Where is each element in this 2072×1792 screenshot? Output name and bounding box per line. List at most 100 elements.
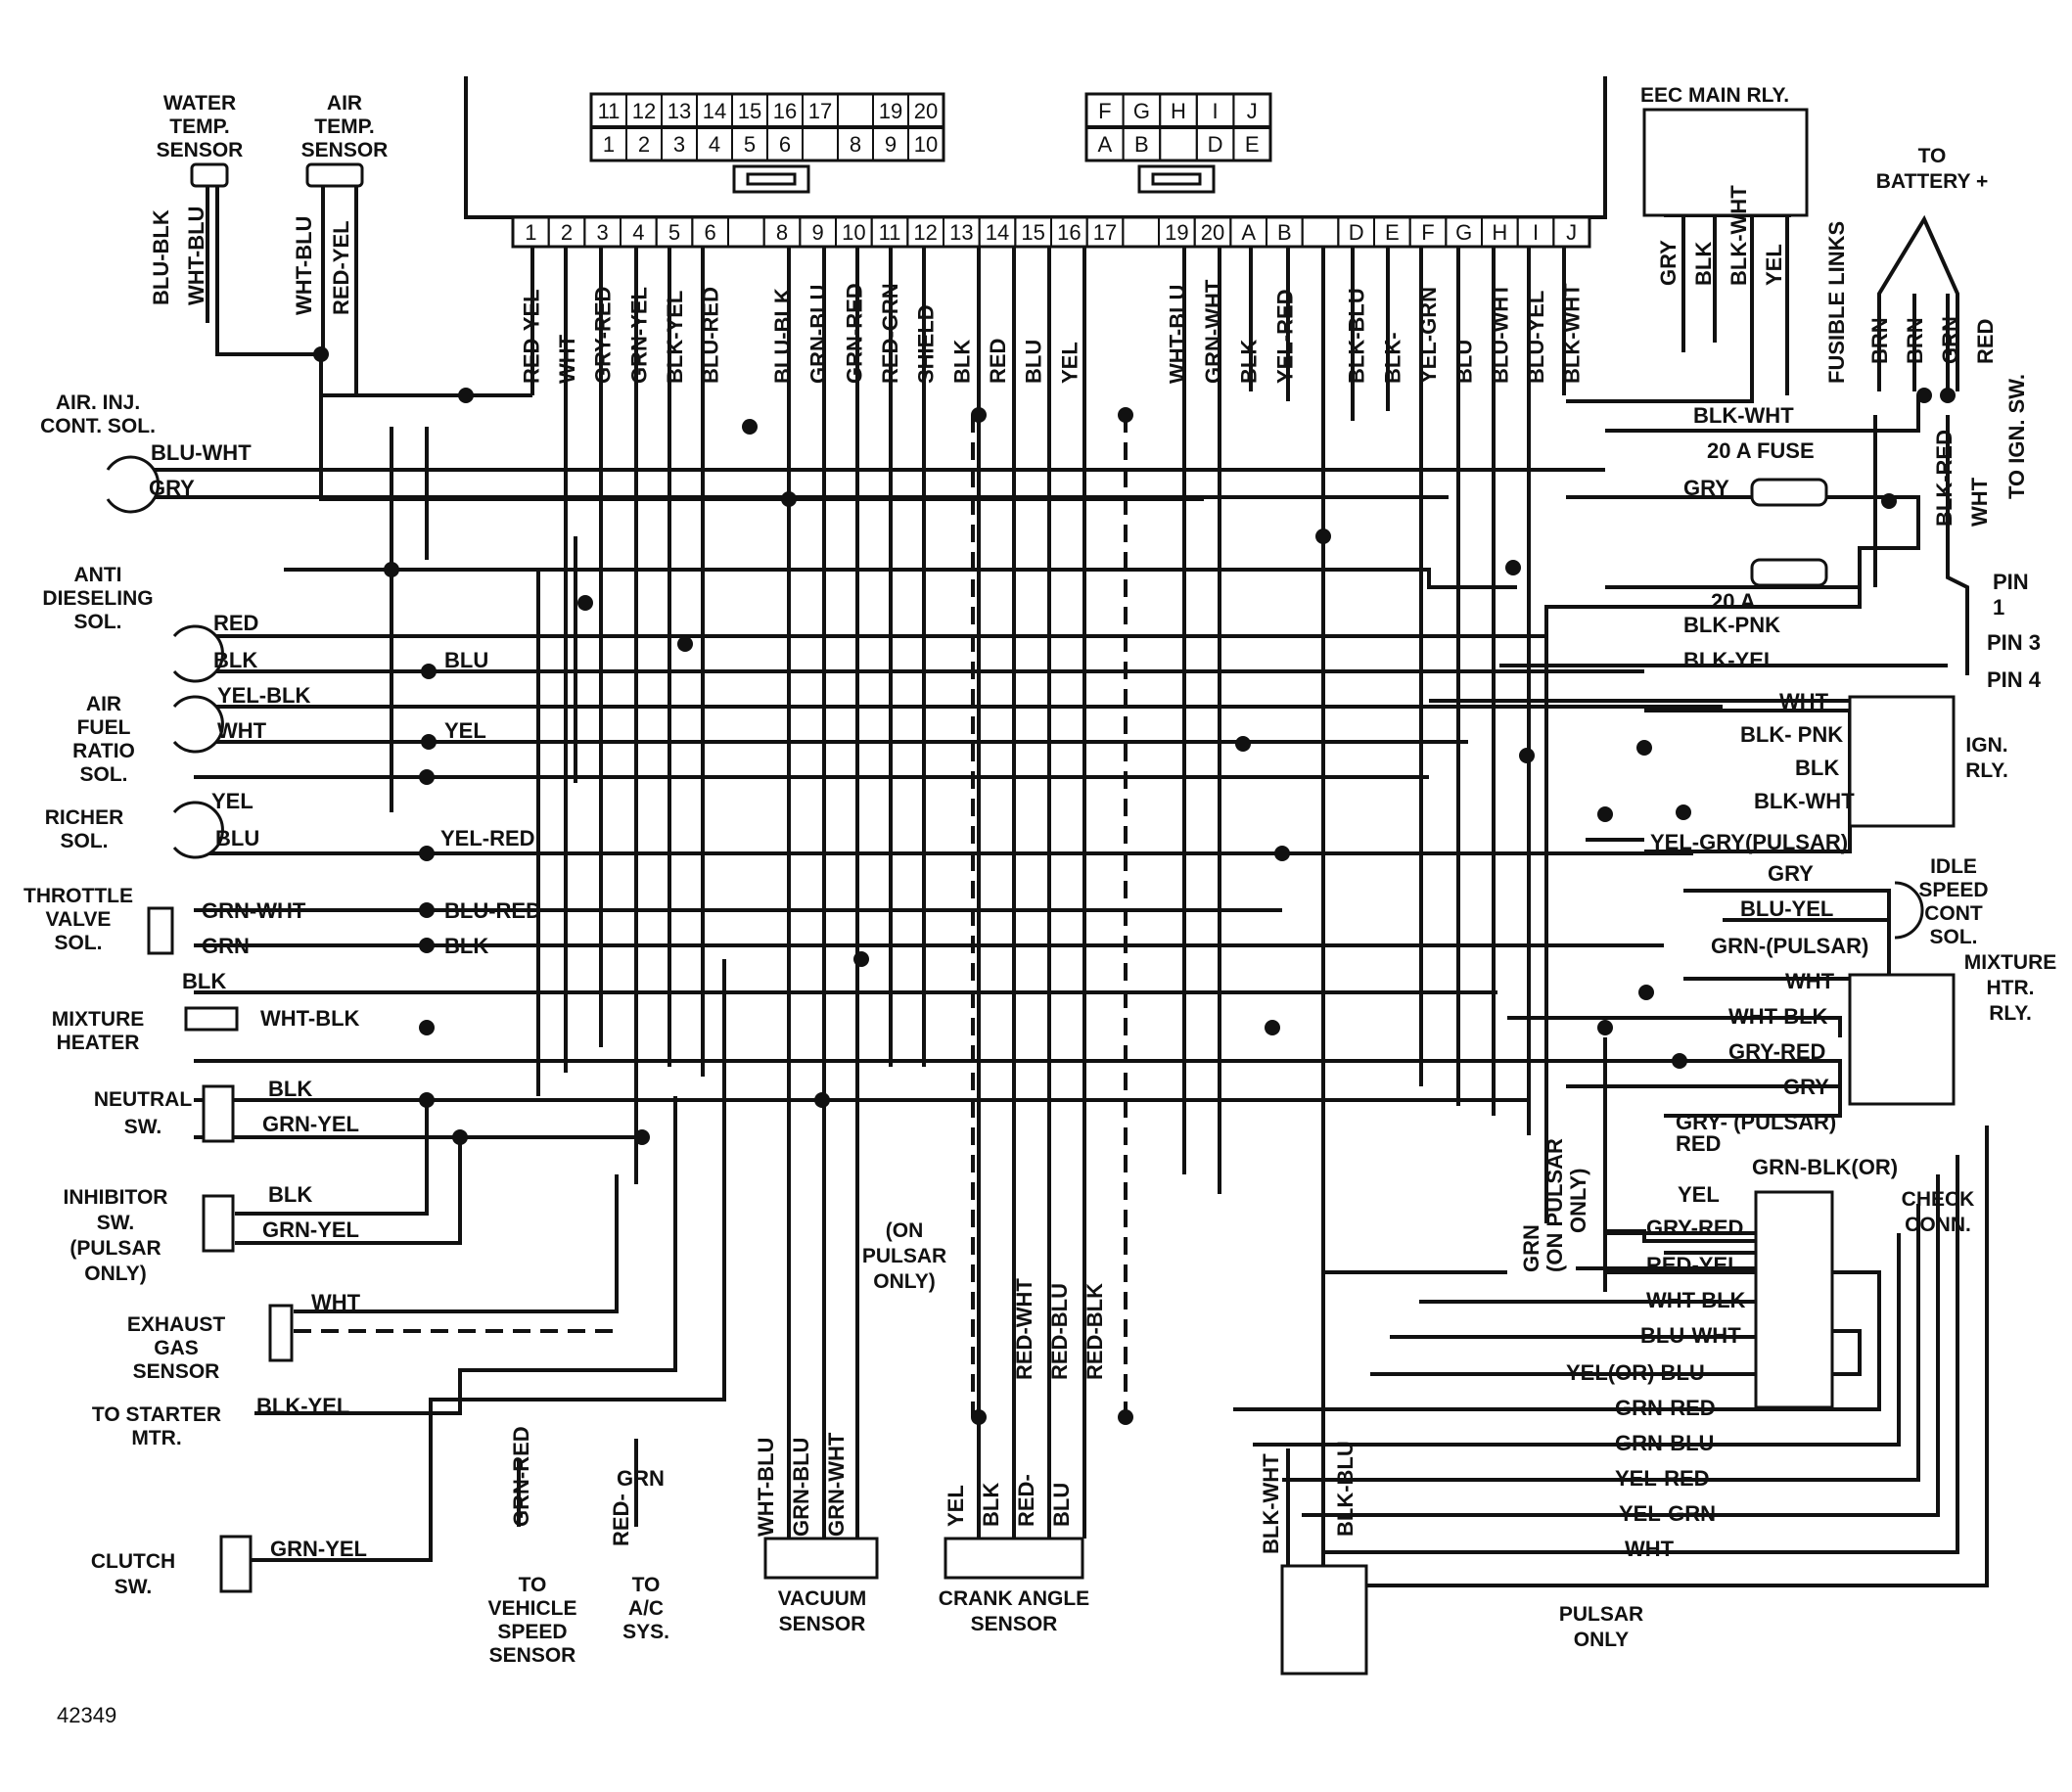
wire-label: WHT bbox=[311, 1290, 361, 1314]
ecu-plug-right-pin: D bbox=[1208, 132, 1223, 157]
junction-dot bbox=[419, 1092, 435, 1108]
ecu-plug-left-pin: 1 bbox=[603, 132, 615, 157]
ecu-pin: B bbox=[1277, 220, 1292, 245]
neutral-sw-label: NEUTRAL bbox=[94, 1088, 192, 1111]
wire-label: BLK-YEL bbox=[256, 1394, 349, 1418]
vacuum-sensor-label: VACUUM bbox=[778, 1587, 867, 1610]
throttle-valve-sol-label: THROTTLE bbox=[23, 885, 133, 907]
vehicle-speed-sensor-label: SPEED bbox=[497, 1621, 567, 1643]
junction-dots bbox=[313, 346, 1956, 1425]
clutch-sw-label: CLUTCH bbox=[91, 1550, 175, 1573]
junction-dot bbox=[421, 734, 437, 750]
wire-label: GRN-RED bbox=[509, 1426, 533, 1527]
wire-label: RED- bbox=[609, 1493, 633, 1546]
junction-dot bbox=[1597, 1020, 1613, 1035]
wire-label: BLU-YEL bbox=[1740, 896, 1833, 921]
wire-label: (ON PULSAR bbox=[1542, 1138, 1567, 1272]
battery-wire-label: BLK-WHT bbox=[1259, 1453, 1283, 1554]
air-inj-sol-label: CONT. SOL. bbox=[40, 415, 156, 437]
wire-label: RED-BLU bbox=[1047, 1283, 1072, 1380]
wire-label: GRN-BLK(OR) bbox=[1752, 1155, 1898, 1179]
ecu-pin: 17 bbox=[1093, 220, 1117, 245]
ecu-pin: 5 bbox=[668, 220, 680, 245]
wire-label: BLK bbox=[1795, 756, 1839, 780]
wire-label: WHT-BLU bbox=[184, 207, 208, 305]
richer-sol-label: SOL. bbox=[60, 830, 108, 852]
to-ign-sw-label: TO IGN. SW. bbox=[2004, 374, 2029, 499]
ecu-pin: I bbox=[1533, 220, 1539, 245]
ecu-wire-label: GRN-WHT bbox=[1201, 279, 1225, 384]
junction-dot bbox=[814, 1092, 830, 1108]
ecu-plug-left-pin: 9 bbox=[885, 132, 897, 157]
wire-label: BLU-RED bbox=[444, 898, 541, 923]
ecu-pin: G bbox=[1455, 220, 1472, 245]
wire-label: RED-WHT bbox=[1012, 1278, 1036, 1380]
ecu-wire-label: GRN-YEL bbox=[626, 287, 651, 384]
wire-label: RED-BLK bbox=[1082, 1283, 1107, 1380]
junction-dot bbox=[452, 1129, 468, 1145]
ecu-wire-label: GRY-RED bbox=[591, 287, 616, 384]
ecu-pin: 10 bbox=[842, 220, 865, 245]
inhibitor-sw-label: SW. bbox=[97, 1212, 135, 1234]
junction-dot bbox=[419, 846, 435, 861]
ecu-pin: E bbox=[1385, 220, 1400, 245]
wire-label: BLU bbox=[215, 826, 259, 850]
water-temp-sensor-label: WATER bbox=[163, 92, 236, 115]
wire-label: BLK bbox=[213, 648, 257, 672]
ecu-wire-label: BLK-BLU bbox=[1345, 288, 1369, 384]
wire-label: YEL bbox=[211, 789, 253, 813]
pulsar-only-label: ONLY bbox=[1574, 1629, 1629, 1651]
ecu-plug-right-pin: E bbox=[1245, 132, 1260, 157]
wire-label: WHT bbox=[1625, 1537, 1675, 1561]
ecu-pin: 4 bbox=[632, 220, 644, 245]
wire-label: WHT-BLK bbox=[260, 1006, 360, 1031]
ecu-wire-label: BLU bbox=[1022, 340, 1046, 384]
ecu-plug-left-pin: 19 bbox=[879, 99, 902, 123]
ign-relay-label: RLY. bbox=[1965, 759, 2008, 782]
wire-label: BLK-PNK bbox=[1683, 613, 1780, 637]
wire-label: GRY-RED bbox=[1646, 1216, 1743, 1240]
ecu-wire-label: BLK bbox=[949, 340, 974, 384]
fuse-label: 20 A FUSE bbox=[1707, 438, 1815, 463]
check-conn-label: CHECK bbox=[1902, 1188, 1975, 1211]
on-pulsar-only-label: (ON bbox=[886, 1219, 924, 1242]
battery-wire-label: BLK-BLU bbox=[1333, 1441, 1358, 1537]
vehicle-speed-sensor-label: TO bbox=[519, 1574, 547, 1596]
ecu-plug-left-pin: 13 bbox=[668, 99, 691, 123]
component-symbols bbox=[106, 108, 1956, 1676]
air-fuel-ratio-sol-label: AIR bbox=[86, 693, 121, 715]
ecu-plug-right-pin: B bbox=[1134, 132, 1149, 157]
junction-dot bbox=[677, 636, 693, 652]
wire-label: GRY bbox=[1768, 861, 1814, 886]
wire-label: BLK bbox=[182, 969, 226, 993]
wire-label: GRN-BLU bbox=[1615, 1431, 1714, 1455]
anti-dieseling-sol-label: SOL. bbox=[73, 611, 121, 633]
ecu-plug-right-pin: F bbox=[1098, 99, 1111, 123]
idle-speed-cont-sol-label: IDLE bbox=[1930, 855, 1977, 878]
junction-dot bbox=[742, 419, 758, 435]
ign-relay-label: IGN. bbox=[1965, 734, 2007, 757]
wire-label: RED bbox=[1676, 1131, 1721, 1156]
wire-label: YEL-GRY(PULSAR) bbox=[1650, 830, 1848, 854]
wire-label: RED bbox=[213, 611, 258, 635]
ecu-pin: 12 bbox=[913, 220, 937, 245]
anti-dieseling-sol-label: ANTI bbox=[74, 564, 122, 586]
wire-label: WHT-BLK bbox=[1728, 1004, 1828, 1029]
to-starter-label: MTR. bbox=[131, 1427, 181, 1449]
wire-label: RED-YEL bbox=[1646, 1253, 1741, 1277]
ecu-wire-label: YEL bbox=[1057, 342, 1082, 384]
water-temp-sensor-label: TEMP. bbox=[169, 115, 229, 138]
vacuum-sensor-label: SENSOR bbox=[779, 1613, 866, 1635]
wire-label: GRY bbox=[149, 476, 195, 500]
junction-dot bbox=[1315, 528, 1331, 544]
mixture-htr-relay-label: MIXTURE bbox=[1964, 951, 2057, 974]
junction-dot bbox=[853, 951, 869, 967]
ecu-plug-left-pin: 5 bbox=[744, 132, 756, 157]
junction-dot bbox=[1265, 1020, 1280, 1035]
air-inj-sol-label: AIR. INJ. bbox=[56, 391, 140, 414]
wire-label: WHT-BLK bbox=[1646, 1288, 1746, 1312]
ecu-pin: F bbox=[1421, 220, 1434, 245]
ac-sys-label: A/C bbox=[628, 1597, 664, 1620]
idle-speed-cont-sol-label: SPEED bbox=[1918, 879, 1988, 901]
